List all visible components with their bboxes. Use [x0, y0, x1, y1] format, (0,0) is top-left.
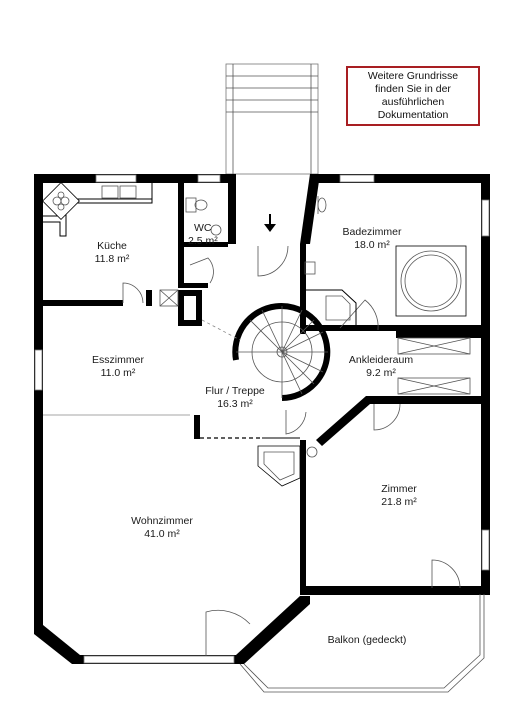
- room-name: Esszimmer: [92, 354, 144, 366]
- room-area: 2.5 m²: [188, 235, 218, 247]
- room-name: Ankleideraum: [348, 354, 414, 366]
- room-name: Zimmer: [381, 483, 417, 495]
- room-label-ankleideraum: Ankleideraum 9.2 m²: [338, 354, 424, 380]
- room-area: 18.0 m²: [354, 239, 390, 251]
- wardrobes: [159, 289, 471, 395]
- kitchen-fixtures: [42, 182, 153, 237]
- room-area: 9.2 m²: [366, 367, 396, 379]
- room-label-kueche: Küche 11.8 m²: [82, 240, 142, 266]
- room-label-badezimmer: Badezimmer 18.0 m²: [332, 226, 412, 252]
- note-line-3: ausführlichen: [381, 96, 445, 108]
- exterior-stairs: [225, 63, 319, 175]
- room-name: WC: [194, 222, 212, 234]
- room-area: 11.8 m²: [94, 253, 130, 265]
- bath-fixtures: [302, 196, 467, 325]
- room-name: Balkon (gedeckt): [327, 634, 407, 646]
- room-label-balkon: Balkon (gedeckt): [312, 634, 422, 647]
- room-area: 21.8 m²: [381, 496, 417, 508]
- room-label-zimmer: Zimmer 21.8 m²: [364, 483, 434, 509]
- note-line-4: Dokumentation: [377, 109, 449, 121]
- room-name: Flur / Treppe: [205, 385, 265, 397]
- room-label-esszimmer: Esszimmer 11.0 m²: [78, 354, 158, 380]
- room-label-flur: Flur / Treppe 16.3 m²: [190, 385, 280, 411]
- room-name: Badezimmer: [342, 226, 402, 238]
- doors: [122, 245, 461, 656]
- spiral-staircase: [201, 303, 331, 401]
- room-label-wc: WC 2.5 m²: [188, 222, 232, 248]
- room-area: 11.0 m²: [100, 367, 136, 379]
- down-arrow-icon: [264, 214, 276, 232]
- room-label-wohnzimmer: Wohnzimmer 41.0 m²: [122, 515, 202, 541]
- interior-walls: [43, 183, 481, 590]
- balcony-outline: [239, 594, 485, 693]
- wc-fixtures: [185, 197, 222, 236]
- note-line-2: finden Sie in der: [375, 83, 451, 95]
- note-line-1: Weitere Grundrisse: [367, 70, 459, 82]
- hall-shower: [257, 445, 318, 487]
- room-name: Wohnzimmer: [131, 515, 193, 527]
- room-area: 41.0 m²: [144, 528, 180, 540]
- room-area: 16.3 m²: [217, 398, 253, 410]
- windows: [34, 174, 490, 664]
- documentation-note: Weitere Grundrisse finden Sie in der aus…: [346, 66, 480, 126]
- room-name: Küche: [97, 240, 127, 252]
